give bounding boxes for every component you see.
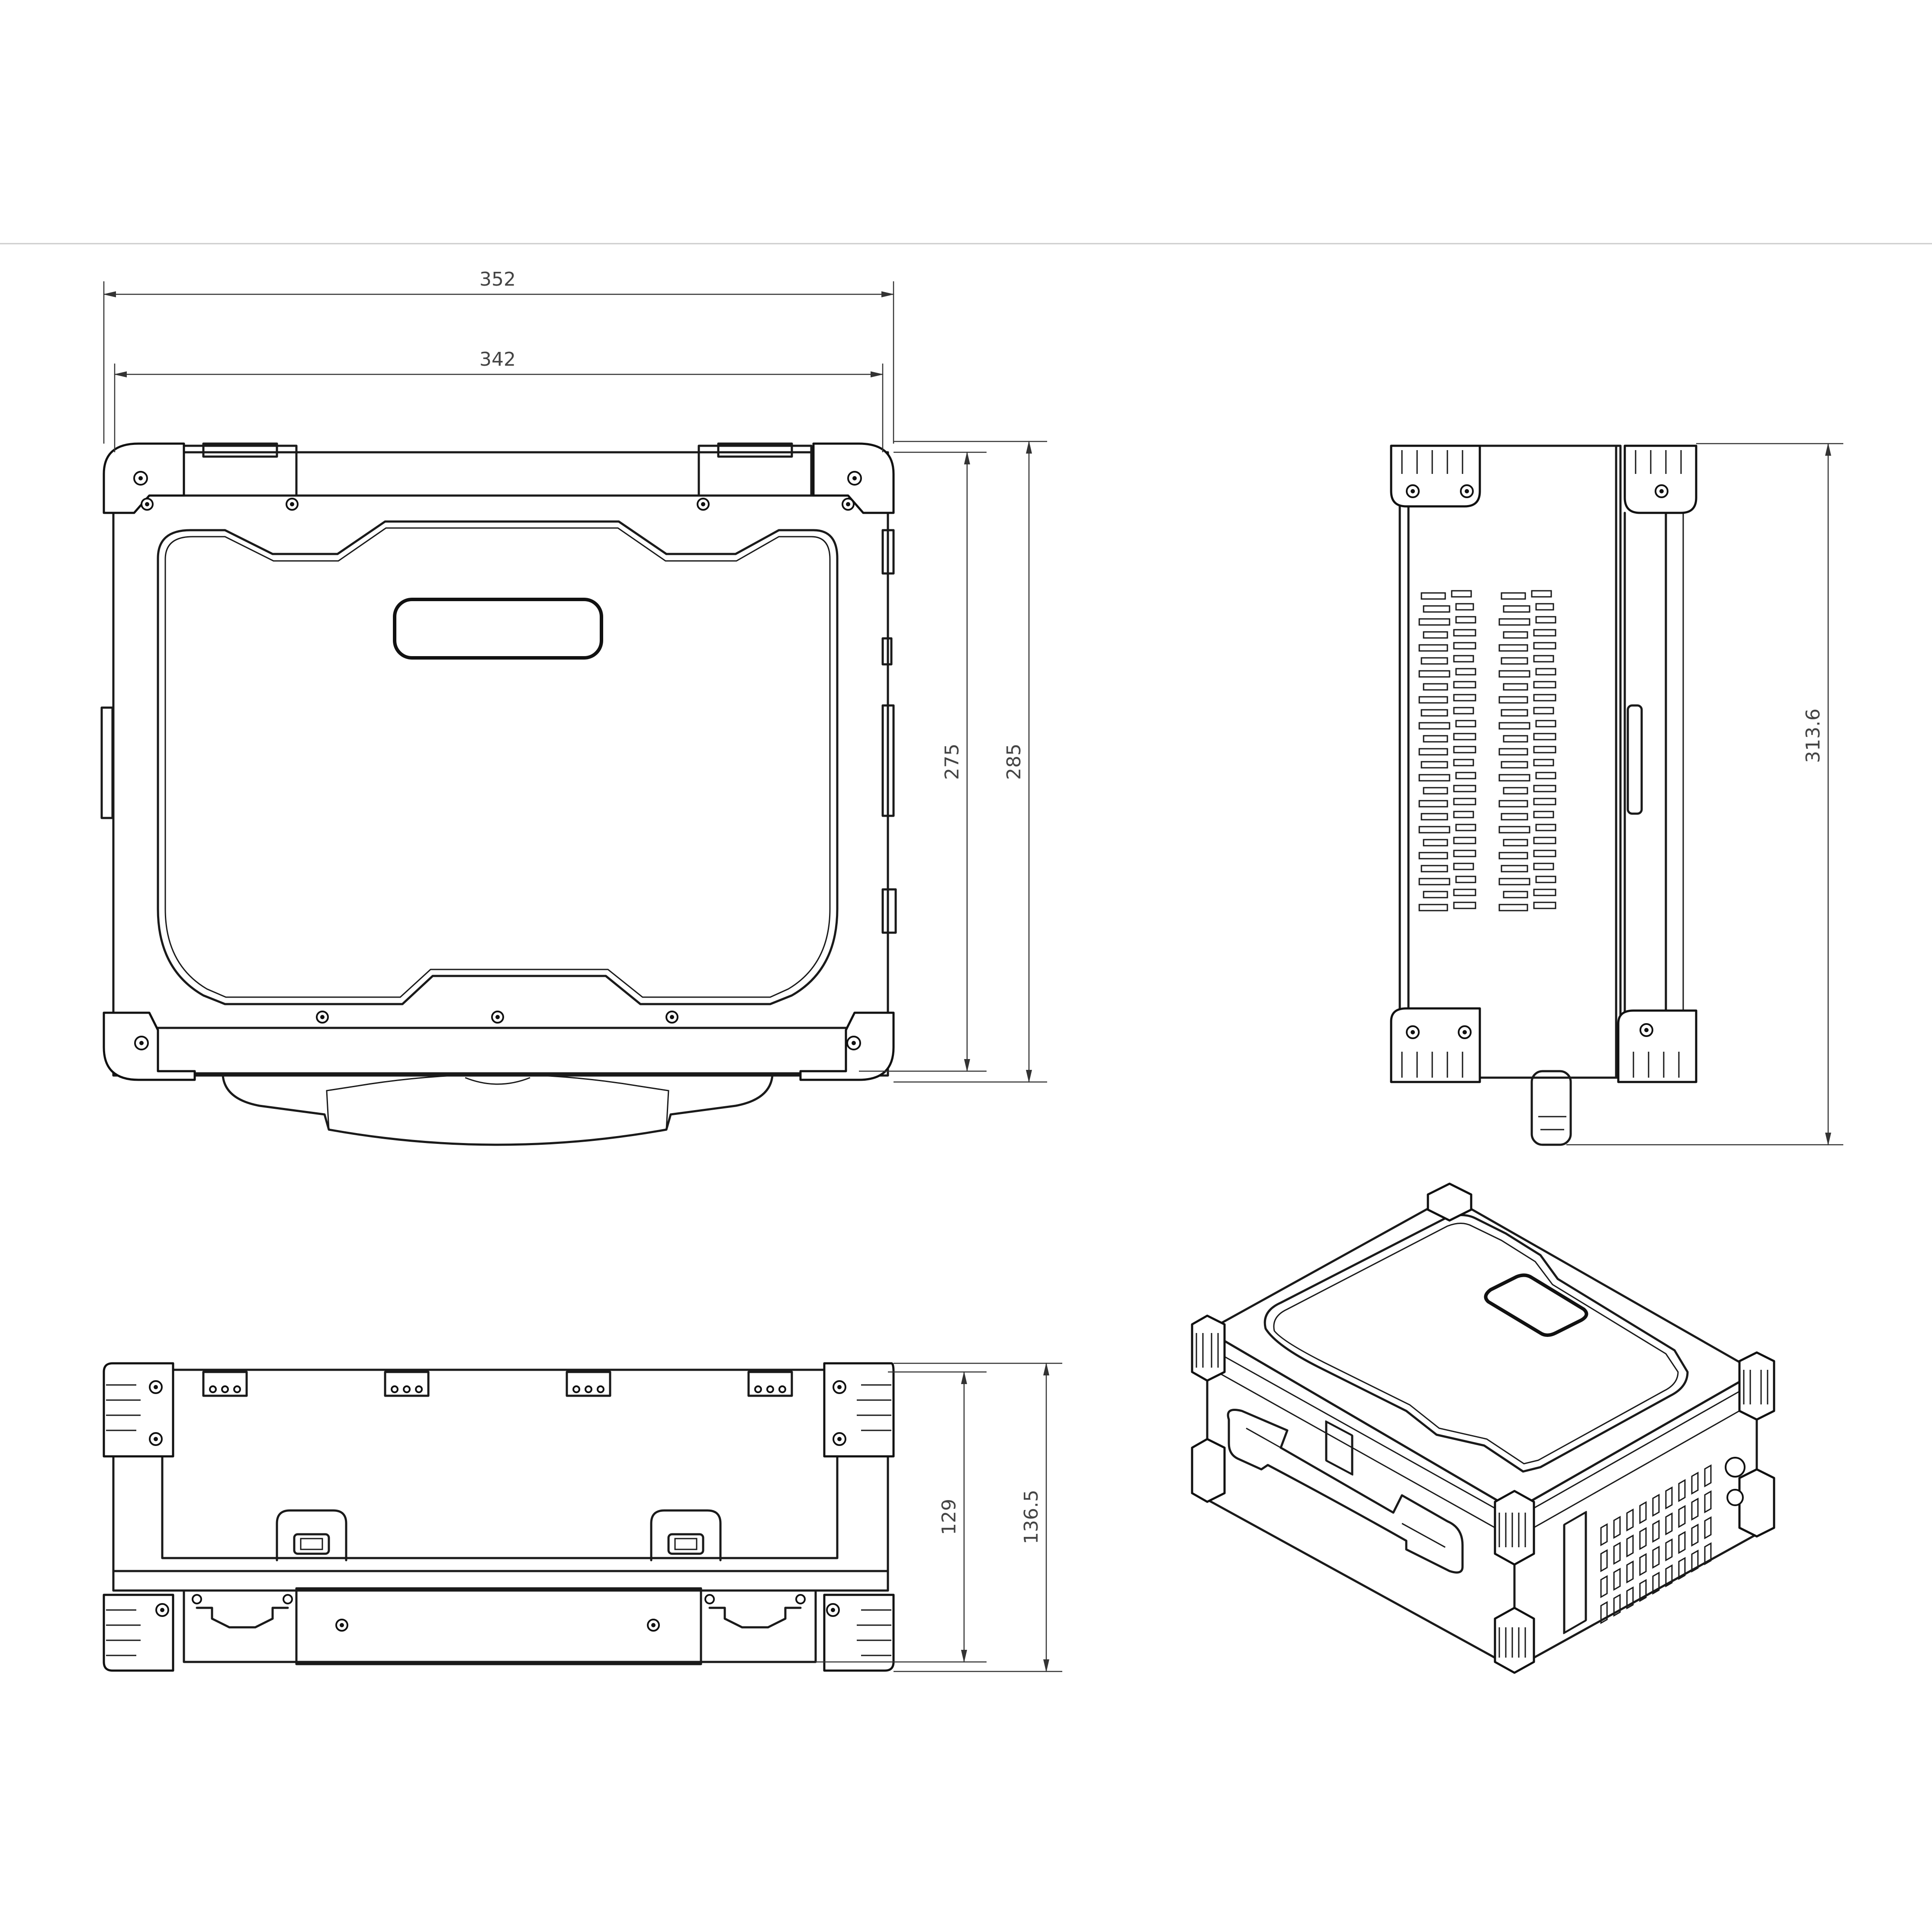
iso-carry-handle [1227,1409,1464,1574]
corner-bottom-left [103,1011,196,1081]
front-view [103,1362,895,1672]
front-view-hinges [202,1371,793,1397]
iso-corners [1191,1182,1775,1674]
isometric-view [1191,1182,1775,1674]
iso-lid-handle-slot [1484,1273,1588,1337]
top-view-dimensions: 352 342 275 285 [103,268,1047,1083]
front-view-base-rail [183,1589,817,1663]
dim-inner-height: 129 [938,1499,960,1535]
iso-right-face [1513,1371,1758,1670]
top-view [100,442,897,1146]
lid-handle-slot [393,598,603,660]
front-view-latches [276,1509,722,1562]
top-view-rear-rail [183,451,817,497]
iso-top-face [1206,1195,1758,1512]
top-view-screws [133,471,862,1050]
side-view-vents [1418,590,1556,911]
corner-bottom-right [799,1011,895,1081]
dim-inner-depth: 275 [941,744,963,780]
iso-lid [1263,1214,1689,1473]
side-view-handle [1530,1070,1572,1146]
top-view-body [112,451,889,1077]
side-view-dimensions: 313.6 [1566,443,1843,1146]
dim-overall-depth: 285 [1003,744,1025,780]
dim-overall-width: 352 [479,268,516,290]
dim-inner-width: 342 [479,348,516,370]
dim-overall-height: 136.5 [1020,1490,1042,1544]
front-view-corners [103,1362,895,1672]
dim-depth-with-handle: 313.6 [1802,708,1824,763]
iso-front-face [1206,1330,1516,1670]
top-view-front-rail [146,1027,858,1075]
lid-outline [157,520,839,1005]
carry-handle [222,1074,774,1146]
iso-vents [1600,1464,1712,1624]
side-view [1390,444,1697,1146]
side-view-corners [1390,444,1697,1083]
side-view-body [1398,444,1622,1079]
front-view-dimensions: 129 136.5 [816,1362,1062,1672]
